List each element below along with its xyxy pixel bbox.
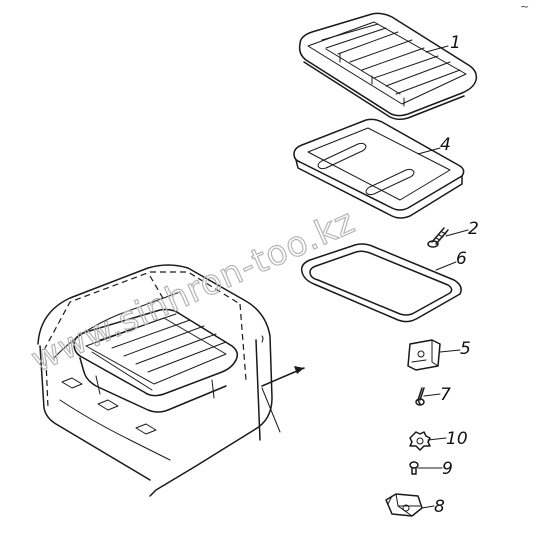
callout-10: 10 <box>446 429 468 449</box>
callout-9: 9 <box>442 459 453 479</box>
watermark-text: www.sinhron-too.kz <box>25 201 361 380</box>
callout-8: 8 <box>434 497 445 517</box>
part-2-screw <box>427 227 449 248</box>
callout-6: 6 <box>456 249 467 269</box>
callout-7: 7 <box>440 385 451 405</box>
callout-2: 2 <box>468 219 479 239</box>
cab-roof-assembly <box>37 264 305 497</box>
part-5-clip-bracket <box>407 339 441 371</box>
part-6-seal-gasket <box>300 243 462 323</box>
callout-4: 4 <box>440 135 451 155</box>
part-1-hatch-cover <box>298 12 478 121</box>
callout-1: 1 <box>450 33 461 53</box>
leader-lines <box>417 45 469 509</box>
corner-mark: ~ <box>520 0 529 13</box>
callout-5: 5 <box>460 339 471 359</box>
part-10-star-washer <box>409 431 431 451</box>
part-4-inner-frame <box>293 118 465 219</box>
part-9-small-screw <box>409 461 419 475</box>
callout-labels: 1 4 2 6 5 7 10 9 8 <box>434 33 479 517</box>
part-8-nut-clip <box>385 493 423 517</box>
part-7-pin <box>415 387 425 406</box>
